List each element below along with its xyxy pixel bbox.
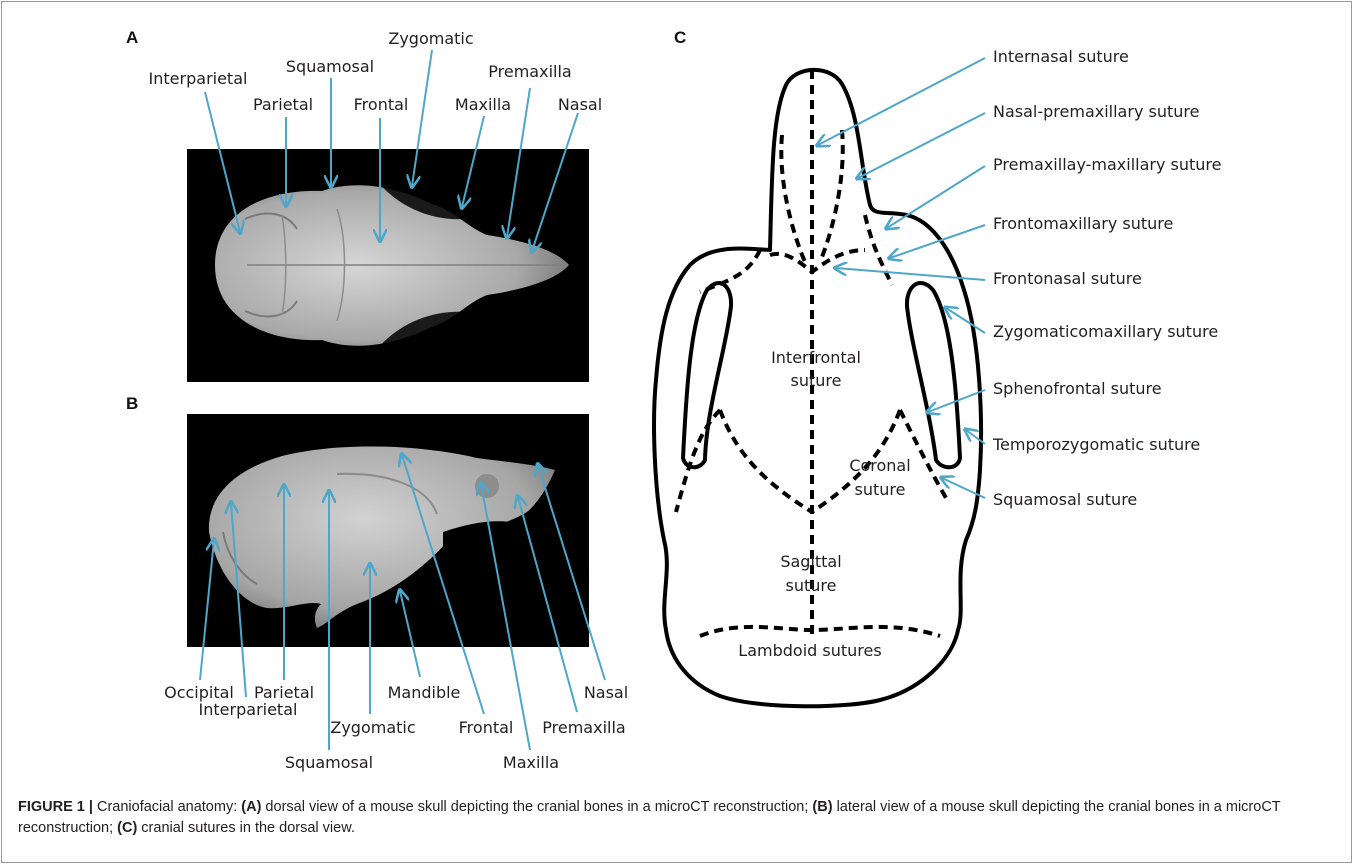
arrow-a-nasal [532,113,578,251]
figure-caption: FIGURE 1 | Craniofacial anatomy: (A) dor… [18,797,1338,839]
label-c-coronal: Coronal [849,457,910,475]
label-b-mandible: Mandible [388,684,461,702]
label-a-squamosal: Squamosal [286,58,374,76]
arrow-b-premaxilla [518,497,577,712]
arrow-a-zygomatic [412,50,432,186]
arrow-b-occipital [200,540,214,680]
arrow-c-frontomaxillary [890,225,985,258]
label-b-interparietal: Interparietal [199,701,298,719]
caption-figure-label: FIGURE 1 | [18,799,93,815]
label-b-frontal: Frontal [459,719,514,737]
label-b-nasal: Nasal [584,684,628,702]
arrow-b-frontal [402,455,484,714]
label-a-zygomatic: Zygomatic [388,30,473,48]
label-c-lambdoid: Lambdoid sutures [738,642,881,660]
label-b-premaxilla: Premaxilla [542,719,625,737]
label-a-parietal: Parietal [253,96,313,114]
label-c-temporozygomatic: Temporozygomatic suture [993,436,1200,454]
arrow-b-mandible [400,591,420,677]
label-c-frontomaxillary: Frontomaxillary suture [993,215,1173,233]
caption-c-text: cranial sutures in the dorsal view. [137,820,355,836]
arrow-c-nasal-premaxillary [858,113,985,178]
label-c-sphenofrontal: Sphenofrontal suture [993,380,1162,398]
caption-a-text: dorsal view of a mouse skull depicting t… [261,799,812,815]
label-c-premaxillay-maxillary: Premaxillay-maxillary suture [993,156,1222,174]
label-c-interfrontal: Interfrontal [771,349,861,367]
arrow-b-maxilla [481,484,530,750]
label-c-sagittal-suture: suture [786,577,837,595]
arrow-a-interparietal [205,92,240,232]
label-c-coronal-suture: suture [855,481,906,499]
label-a-maxilla: Maxilla [455,96,511,114]
label-a-frontal: Frontal [354,96,409,114]
arrow-b-nasal [538,465,605,680]
arrow-c-zygomaticomaxillary [946,308,985,333]
label-c-frontonasal: Frontonasal suture [993,270,1142,288]
label-b-maxilla: Maxilla [503,754,559,772]
label-a-premaxilla: Premaxilla [488,63,571,81]
label-c-nasal-premaxillary: Nasal-premaxillary suture [993,103,1199,121]
label-c-sagittal: Sagittal [780,553,841,571]
caption-intro: Craniofacial anatomy: [93,799,241,815]
caption-b-tag: (B) [812,799,832,815]
arrow-c-frontonasal [836,268,985,280]
label-b-squamosal: Squamosal [285,754,373,772]
arrow-c-premaxillay-maxillary [887,166,985,228]
caption-a-tag: (A) [241,799,261,815]
arrow-a-maxilla [462,116,484,207]
caption-c-tag: (C) [117,820,137,836]
label-b-zygomatic: Zygomatic [330,719,415,737]
label-a-nasal: Nasal [558,96,602,114]
label-a-interparietal: Interparietal [149,70,248,88]
label-c-zygomaticomaxillary: Zygomaticomaxillary suture [993,323,1218,341]
arrow-b-interparietal [231,503,246,697]
label-c-squamosal: Squamosal suture [993,491,1137,509]
label-c-internasal: Internasal suture [993,48,1129,66]
label-c-interfrontal-suture: suture [791,372,842,390]
arrow-c-internasal [818,58,985,145]
